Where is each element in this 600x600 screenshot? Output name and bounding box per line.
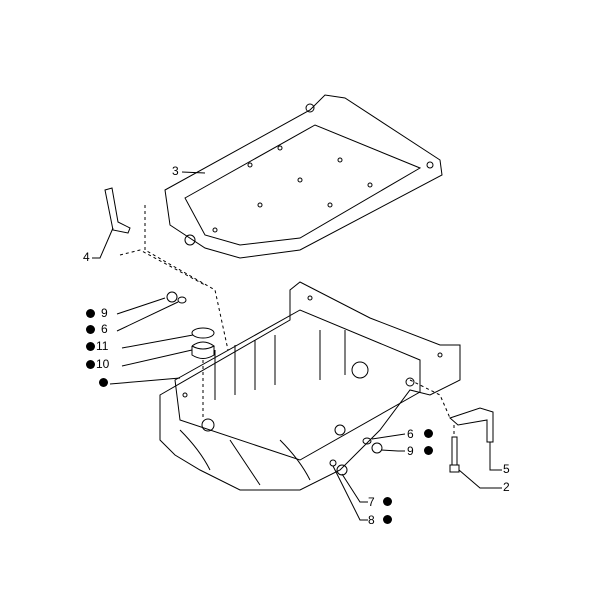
bracket-part [104,187,131,234]
callout-5: 5 [503,462,510,476]
callout-8: 8 [368,513,375,527]
callout-6-right: 6 [407,427,414,441]
callout-7: 7 [368,495,375,509]
cap-10-part [191,341,215,359]
callout-2: 2 [503,480,510,494]
callout-3: 3 [172,164,179,178]
callout-9-right: 9 [407,444,414,458]
callout-11: 11 [96,339,109,353]
gasket-part [164,94,443,259]
callout-9-left: 9 [101,306,108,320]
bullet-9-left [86,309,95,318]
bullet-9-right [424,446,433,455]
bullet-7 [383,497,392,506]
washer-6b-part [362,437,372,445]
bullet-8 [383,515,392,524]
bullet-6-left [86,325,95,334]
bullet-10 [86,360,95,369]
bolt-2-part [449,436,460,473]
plug-9-part [166,291,178,303]
callout-4: 4 [83,250,90,264]
bullet-unnumbered [99,378,108,387]
oil-pan-part [159,281,461,491]
bullet-11 [86,342,95,351]
plug-9b-part [371,442,383,454]
callout-10: 10 [96,357,110,371]
leader-lines [92,171,502,521]
washer-6-part [177,296,187,304]
bullet-6-right [424,429,433,438]
callout-6-left: 6 [101,322,108,336]
cap-11-part [191,327,215,339]
washer-7-part [329,459,337,467]
plug-8-part [336,464,348,476]
